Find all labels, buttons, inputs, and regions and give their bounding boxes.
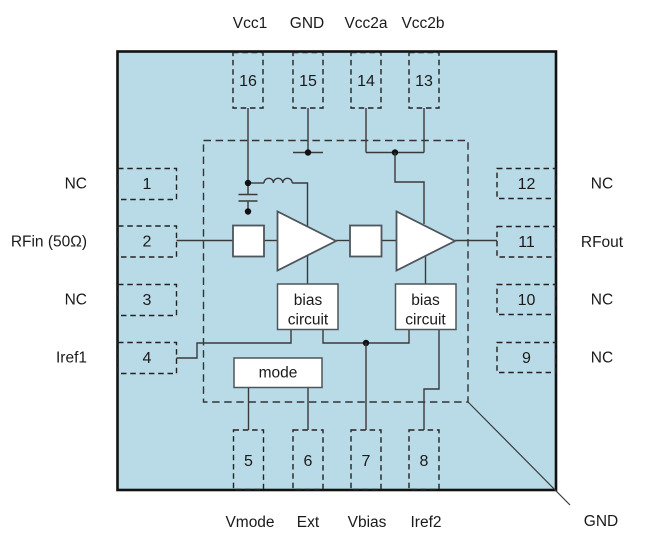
- pin-7-number: 7: [362, 453, 371, 470]
- pin-12-number: 12: [518, 176, 536, 193]
- pin-9-box: [496, 341, 557, 374]
- pin-3-label: NC: [65, 292, 87, 309]
- pin-8-number: 8: [420, 453, 429, 470]
- pin-4-number: 4: [143, 350, 152, 367]
- pin-6-number: 6: [304, 453, 313, 470]
- pin-13-number: 13: [415, 73, 433, 90]
- pin-7-box: [350, 429, 382, 491]
- pin-16-label: Vcc1: [233, 15, 267, 32]
- pin-4-label: Iref1: [56, 350, 87, 367]
- pin-5-number: 5: [244, 453, 253, 470]
- pin-11-number: 11: [518, 234, 535, 251]
- bias-circuit-2-label-line1: bias: [411, 292, 440, 309]
- pin-11-label: RFout: [581, 234, 624, 251]
- gnd-callout-line: [467, 401, 571, 506]
- bias-circuit-2-box: [394, 283, 457, 331]
- pin-13-box: [408, 51, 440, 109]
- gnd-callout-label: GND: [584, 513, 618, 530]
- wire-inductor-to-amp1: [292, 182, 309, 226]
- pin-14-box: [350, 51, 382, 109]
- pin-15-number: 15: [299, 73, 317, 90]
- mode-label: mode: [259, 365, 298, 382]
- junction-dot-gnd15: [304, 149, 312, 156]
- pin-10-label: NC: [591, 292, 613, 309]
- mode-box: [233, 357, 323, 389]
- bias-circuit-2-label-line2: circuit: [405, 312, 446, 329]
- pin-12-label: NC: [591, 176, 613, 193]
- pin-1-number: 1: [143, 176, 152, 193]
- inductor-coil: [263, 177, 293, 184]
- pin-15-box: [292, 51, 324, 109]
- pin-7-label: Vbias: [348, 514, 387, 531]
- pin-10-number: 10: [518, 292, 536, 309]
- pin-6-box: [292, 429, 324, 491]
- bias-circuit-1-box: [276, 283, 339, 331]
- pin-16-number: 16: [239, 73, 257, 90]
- bias-circuit-1-label-line2: circuit: [288, 312, 329, 329]
- junction-dot-capacitor-gnd: [244, 208, 252, 215]
- pin-1-box: [117, 167, 178, 201]
- wire-iref1: [176, 329, 292, 359]
- amplifier-2: [395, 210, 457, 272]
- pin-10-box: [496, 283, 557, 316]
- wire-vcc2-to-amp2: [394, 152, 425, 224]
- pin-8-label: Iref2: [410, 514, 441, 531]
- pin-5-box: [232, 429, 265, 491]
- pin-8-box: [408, 429, 440, 491]
- pin-15-label: GND: [290, 15, 324, 32]
- pin-2-label: RFin (50Ω): [11, 234, 87, 251]
- interstage-match-block: [349, 224, 383, 258]
- pin-14-label: Vcc2a: [344, 15, 387, 32]
- pin-6-label: Ext: [297, 514, 320, 531]
- amplifier-1: [276, 210, 338, 272]
- pin-2-number: 2: [143, 234, 152, 251]
- pin-3-box: [117, 283, 178, 317]
- bias-circuit-1-label-line1: bias: [294, 292, 323, 309]
- pin-3-number: 3: [143, 292, 152, 309]
- wire-iref2: [423, 329, 440, 430]
- pin-13-label: Vcc2b: [401, 15, 444, 32]
- pin-4-box: [117, 341, 178, 375]
- pin-2-box: [117, 225, 178, 258]
- pin-12-box: [496, 167, 557, 200]
- pin-14-number: 14: [357, 73, 375, 90]
- die-boundary: [202, 139, 469, 403]
- pin-9-label: NC: [591, 350, 613, 367]
- pin-9-number: 9: [522, 350, 531, 367]
- input-match-block: [232, 224, 265, 258]
- junction-dot-vcc1: [244, 179, 252, 187]
- pin-1-label: NC: [65, 176, 87, 193]
- pin-5-label: Vmode: [225, 514, 274, 531]
- pin-16-box: [232, 51, 264, 109]
- pin-11-box: [496, 225, 557, 258]
